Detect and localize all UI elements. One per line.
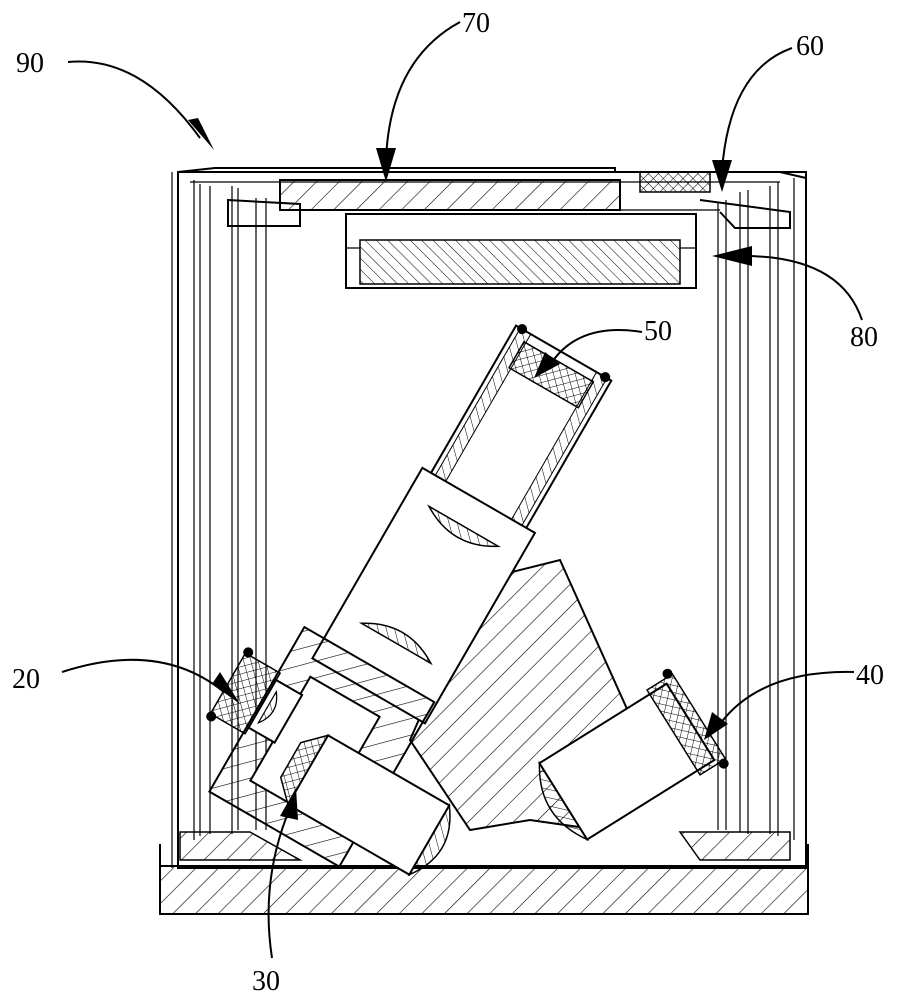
label-80: 80 [850, 322, 878, 353]
label-60: 60 [796, 31, 824, 62]
right-camera [538, 668, 729, 842]
label-40: 40 [856, 660, 884, 691]
label-20: 20 [12, 664, 40, 695]
upper-tube [311, 324, 613, 725]
left-lens [279, 733, 451, 877]
label-70: 70 [462, 8, 490, 39]
label-90: 90 [16, 48, 44, 79]
top-cover [227, 171, 791, 229]
leaders [61, 21, 863, 959]
label-30: 30 [252, 966, 280, 997]
label-50: 50 [644, 316, 672, 347]
top-element [345, 213, 697, 289]
lower-frame [179, 831, 791, 861]
